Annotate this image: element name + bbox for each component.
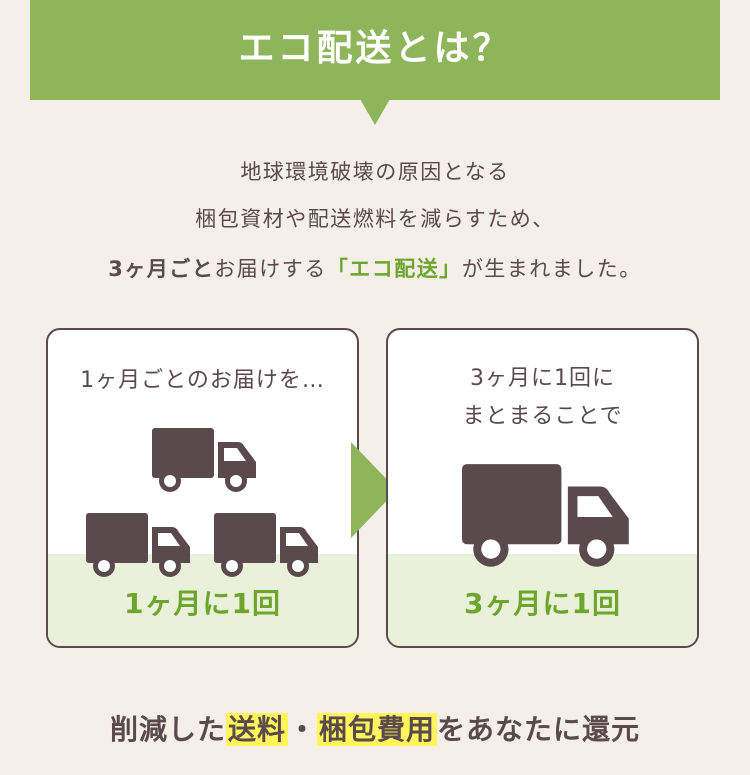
truck-icon: [152, 428, 256, 492]
quarterly-delivery-card: 3ヶ月に1回に まとまることで 3ヶ月に1回: [386, 328, 699, 648]
card-ground: [388, 554, 697, 646]
page-title: エコ配送とは？: [238, 28, 512, 69]
intro-bold: 3ヶ月ごと: [108, 257, 215, 281]
footer-sep: ・: [287, 713, 317, 746]
quarterly-frequency: 3ヶ月に1回: [464, 587, 621, 620]
truck-icon: [86, 513, 190, 577]
intro-line-1: 地球環境破壊の原因となる: [240, 160, 510, 184]
intro-end: が生まれました。: [461, 257, 642, 281]
banner-pointer: [360, 99, 390, 125]
monthly-delivery-card: 1ヶ月ごとのお届けを… 1ヶ月に1回: [46, 328, 359, 648]
intro-eco-delivery: 「エコ配送」: [326, 257, 462, 281]
monthly-caption: 1ヶ月ごとのお届けを…: [80, 368, 325, 393]
quarterly-caption: 3ヶ月に1回に まとまることで: [388, 360, 697, 436]
intro-line-2: 梱包資材や配送燃料を減らすため、: [195, 207, 555, 231]
highlight-packaging: 梱包費用: [317, 713, 438, 746]
footer-post: をあなたに還元: [437, 713, 641, 746]
highlight-shipping: 送料: [225, 713, 288, 746]
intro-mid: お届けする: [214, 257, 327, 281]
truck-icon: [214, 513, 318, 577]
quarterly-caption-line-1: 3ヶ月に1回に: [470, 366, 615, 391]
truck-icon: [462, 464, 629, 567]
monthly-frequency: 1ヶ月に1回: [124, 587, 281, 620]
footer-message: 削減した送料・梱包費用をあなたに還元: [0, 708, 750, 752]
footer-pre: 削減した: [109, 713, 226, 746]
intro-line-3: 3ヶ月ごとお届けする「エコ配送」が生まれました。: [0, 254, 750, 284]
title-banner: エコ配送とは？: [30, 0, 720, 100]
quarterly-caption-line-2: まとまることで: [462, 404, 623, 429]
